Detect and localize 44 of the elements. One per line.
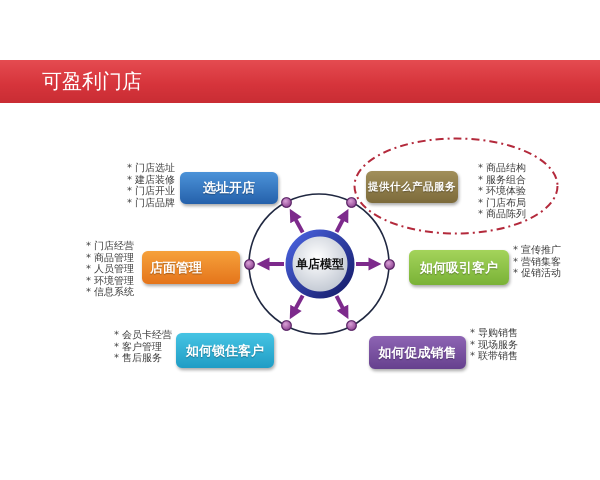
topic-box: 选址开店 (180, 172, 278, 204)
junction-dot (280, 196, 292, 208)
list-item: * 建店装修 (127, 174, 176, 186)
arrow (288, 208, 304, 234)
title: 可盈利门店 (42, 69, 142, 94)
arrow (256, 258, 284, 270)
junction-dot (384, 258, 394, 270)
arrow (356, 258, 382, 270)
list-item: * 环境体验 (478, 186, 526, 198)
topic-box: 提供什么产品服务 (366, 171, 458, 203)
list-item: * 宣传推广 (513, 245, 562, 256)
list-item: * 商品管理 (86, 252, 134, 264)
list-item: * 环境管理 (86, 276, 134, 286)
list-item: * 服务组合 (478, 174, 526, 186)
arrow (334, 295, 350, 320)
junction-dot (346, 196, 358, 208)
topic-box: 店面管理 (142, 251, 240, 284)
list-item: * 信息系统 (86, 287, 134, 298)
list-item: * 人员管理 (86, 264, 134, 276)
topic-box: 如何吸引客户 (409, 250, 509, 285)
list-item: * 会员卡经营 (114, 330, 172, 342)
junction-dot (244, 258, 254, 270)
arrow (288, 294, 304, 320)
highlight-ellipse (353, 137, 559, 235)
list-item: * 现场服务 (470, 340, 518, 350)
arrow (334, 208, 350, 233)
list-item: * 联带销售 (470, 351, 518, 362)
list-item: * 导购销售 (470, 328, 518, 340)
topic-box: 如何促成销售 (369, 336, 466, 369)
list-item: * 促销活动 (513, 268, 562, 280)
list-item: * 售后服务 (114, 353, 162, 364)
list-item: * 商品陈列 (478, 209, 526, 220)
junction-dot (346, 320, 358, 332)
list-item: * 门店布局 (478, 198, 526, 208)
list-item: * 门店品牌 (127, 198, 176, 209)
list-item: * 门店经营 (86, 241, 134, 252)
topic-box: 如何锁住客户 (176, 333, 274, 368)
junction-dot (280, 320, 292, 332)
list-item: * 商品结构 (478, 163, 526, 174)
list-item: * 客户管理 (114, 342, 162, 352)
list-item: * 门店开业 (127, 186, 176, 198)
hub-circle: 单店模型 (285, 229, 355, 299)
list-item: * 门店选址 (127, 163, 176, 174)
list-item: * 营销集客 (513, 256, 562, 268)
